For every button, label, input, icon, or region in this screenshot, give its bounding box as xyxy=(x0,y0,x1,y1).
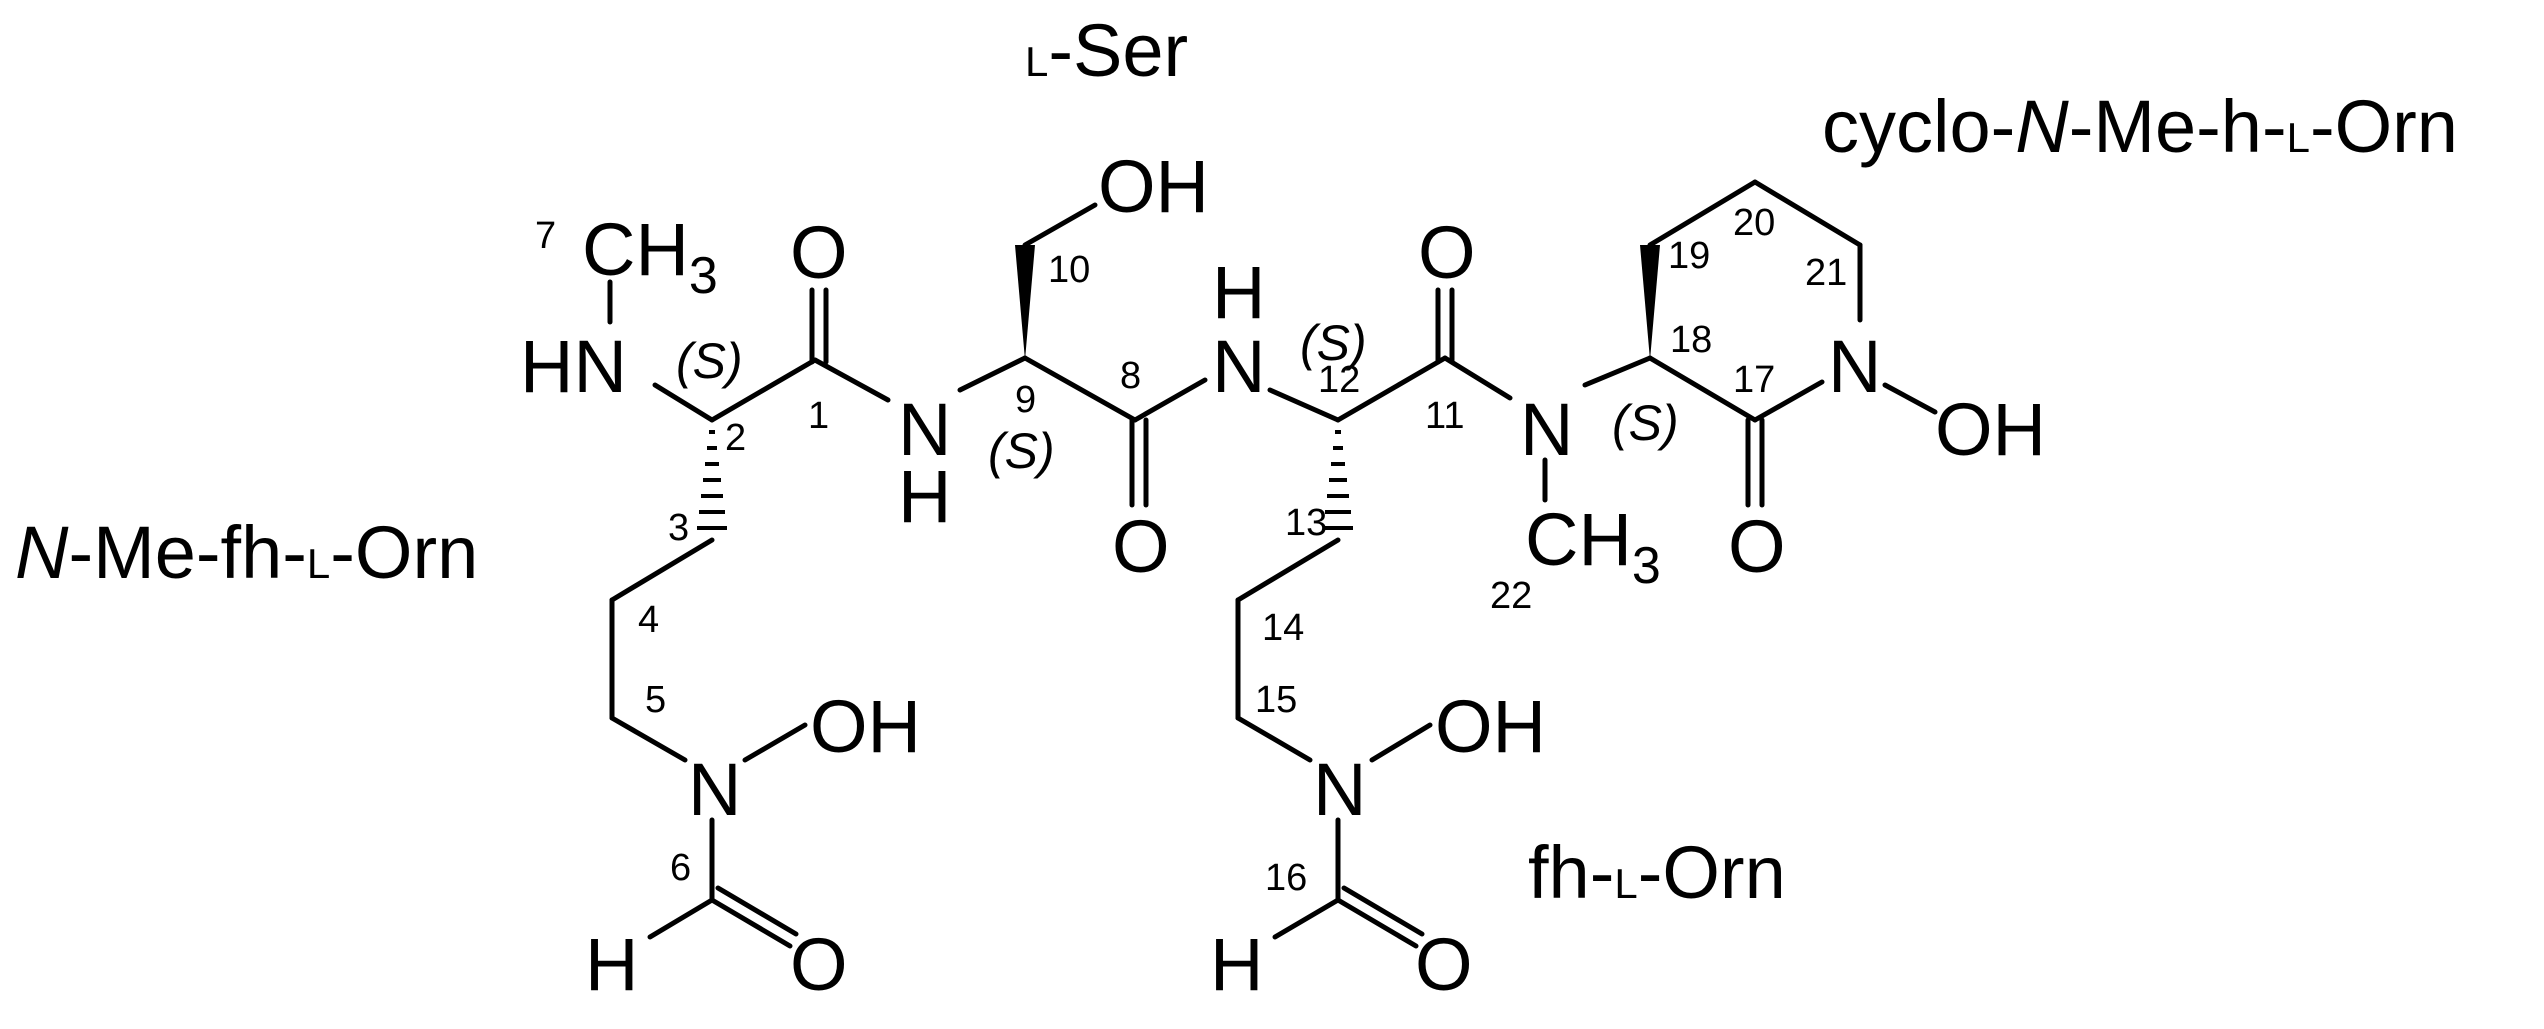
locant-13: 13 xyxy=(1285,502,1327,544)
atom-o1: O xyxy=(790,211,848,294)
bond-n-oh-left xyxy=(742,722,808,763)
bond-c16-o16-a xyxy=(1335,897,1419,949)
locant-12: 12 xyxy=(1318,359,1360,401)
bond-c18-c17 xyxy=(1647,355,1758,423)
residue-n-me-fh-orn: N-Me-fh-L-Orn xyxy=(15,511,478,594)
atom-oh-ser: OH xyxy=(1098,145,1209,228)
locant-4: 4 xyxy=(638,599,659,641)
locant-1: 1 xyxy=(808,395,829,437)
locant-10: 10 xyxy=(1048,249,1090,291)
atom-h12: H xyxy=(1212,251,1265,334)
hash-c12-c13 xyxy=(1323,430,1353,530)
atom-hn-methyl: HN xyxy=(520,325,627,408)
bond-c1-n xyxy=(812,357,891,403)
stereo-labels: (S) (S) (S) (S) xyxy=(676,315,1679,479)
locant-3: 3 xyxy=(668,507,689,549)
atom-n12: N xyxy=(1212,325,1265,408)
wedge-bonds xyxy=(1015,245,1660,360)
bond-c6-o6-a xyxy=(709,897,793,949)
bonds xyxy=(607,179,1938,949)
bond-c6-h xyxy=(647,897,715,940)
residue-cyclo-n-me-h-orn: cyclo-N-Me-h-L-Orn xyxy=(1822,85,2458,168)
atom-n-right: N xyxy=(1313,748,1366,831)
atom-labels: CH3 HN O N H OH O H N O N CH3 N OH O N O… xyxy=(520,145,2046,1006)
bond-c13-c14 xyxy=(1235,537,1341,603)
locant-9: 9 xyxy=(1015,379,1036,421)
locant-16: 16 xyxy=(1265,857,1307,899)
bond-n-c12 xyxy=(1267,387,1341,423)
stereo-c18: (S) xyxy=(1612,395,1679,451)
locant-20: 20 xyxy=(1733,202,1775,244)
bond-c10-oh xyxy=(1022,202,1098,248)
atom-n-ser: N xyxy=(898,388,951,471)
bond-c16-o16-b xyxy=(1341,885,1425,937)
bond-c16-h xyxy=(1272,897,1341,940)
bond-c2-c1 xyxy=(709,357,818,423)
bond-c17-n xyxy=(1752,379,1825,423)
locant-22: 22 xyxy=(1490,575,1532,617)
atom-h16: H xyxy=(1210,923,1263,1006)
locant-5: 5 xyxy=(645,679,666,721)
atom-h-ser: H xyxy=(898,455,951,538)
bond-c11-n22 xyxy=(1442,355,1513,401)
stereo-c9: (S) xyxy=(988,423,1055,479)
atom-n-ring: N xyxy=(1828,325,1881,408)
hash-bonds xyxy=(697,430,1353,530)
bond-c15-n xyxy=(1235,715,1313,763)
bond-c6-o6-b xyxy=(715,885,799,937)
bond-c9-c8 xyxy=(1022,355,1138,423)
locant-2: 2 xyxy=(725,417,746,459)
bond-n-c9 xyxy=(957,355,1028,393)
locant-19: 19 xyxy=(1668,235,1710,277)
atom-o8: O xyxy=(1112,505,1170,588)
residue-l-ser: L-Ser xyxy=(1025,9,1188,92)
atom-ch3-c22: CH3 xyxy=(1525,498,1661,595)
stereo-c12: (S) xyxy=(1300,315,1367,371)
atom-o6: O xyxy=(790,923,848,1006)
bond-c12-c11 xyxy=(1335,355,1448,423)
locant-15: 15 xyxy=(1255,679,1297,721)
hash-c2-c3 xyxy=(697,430,727,530)
bond-c20-c19 xyxy=(1647,179,1758,248)
atom-n-left: N xyxy=(688,748,741,831)
locant-21: 21 xyxy=(1805,252,1847,294)
locant-8: 8 xyxy=(1120,355,1141,397)
atom-o11: O xyxy=(1418,211,1476,294)
stereo-c2: (S) xyxy=(676,333,743,389)
locant-numbers: 1 2 3 4 5 6 7 8 9 10 11 12 13 14 15 16 1… xyxy=(535,202,1847,899)
bond-n-c2 xyxy=(652,382,715,423)
bond-c21-c20 xyxy=(1752,179,1863,248)
atom-ch3-c7: CH3 xyxy=(582,208,718,305)
locant-11: 11 xyxy=(1425,395,1464,437)
locant-18: 18 xyxy=(1670,319,1712,361)
bond-n22-c18 xyxy=(1582,355,1653,388)
locant-6: 6 xyxy=(670,847,691,889)
atom-o16: O xyxy=(1415,923,1473,1006)
atom-n22: N xyxy=(1520,388,1573,471)
bond-n-oh-right xyxy=(1369,722,1433,763)
locant-7: 7 xyxy=(535,215,556,257)
bond-c5-n xyxy=(609,715,688,763)
residue-labels: N-Me-fh-L-Orn L-Ser cyclo-N-Me-h-L-Orn f… xyxy=(15,9,2458,914)
atom-oh-right: OH xyxy=(1435,685,1546,768)
atom-h6: H xyxy=(585,923,638,1006)
wedge-c9-c10 xyxy=(1015,245,1035,360)
bond-c8-n xyxy=(1132,377,1208,423)
bond-c3-c4 xyxy=(609,537,715,603)
atom-oh-ring: OH xyxy=(1935,388,2046,471)
atom-o17: O xyxy=(1728,505,1786,588)
locant-17: 17 xyxy=(1733,359,1775,401)
wedge-c18-c19 xyxy=(1640,245,1660,360)
bond-n-oh-ring xyxy=(1882,382,1938,415)
atom-oh-left: OH xyxy=(810,685,921,768)
locant-14: 14 xyxy=(1262,607,1304,649)
residue-fh-orn: fh-L-Orn xyxy=(1528,831,1786,914)
